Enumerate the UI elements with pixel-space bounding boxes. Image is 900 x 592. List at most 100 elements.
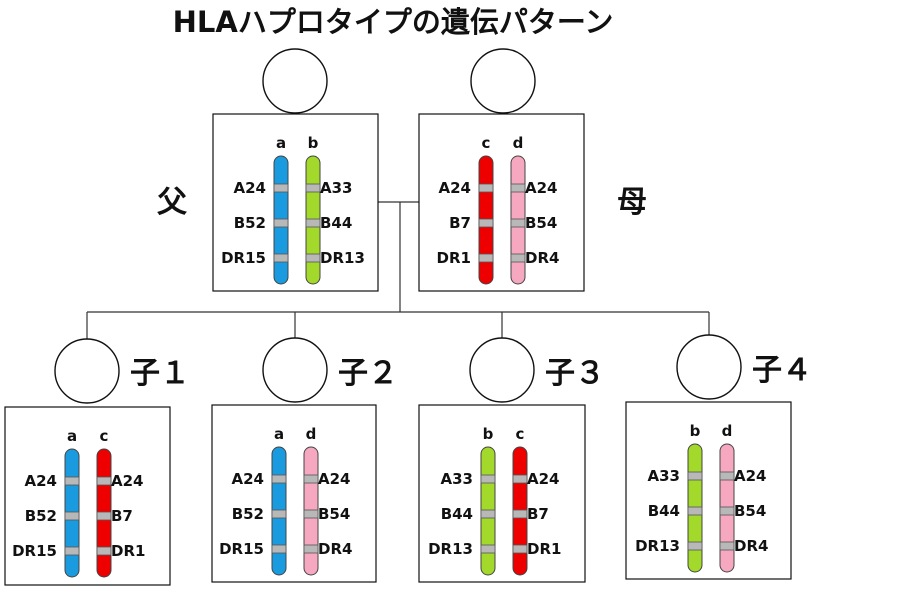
haplotype-label: c	[100, 427, 109, 445]
locus-band	[273, 218, 289, 228]
locus-band	[96, 511, 112, 521]
locus-label: B52	[232, 505, 264, 523]
locus-label: B7	[111, 507, 133, 525]
haplotype-label: b	[483, 425, 494, 443]
locus-label: DR15	[219, 540, 264, 558]
locus-band	[303, 474, 319, 484]
locus-label: DR13	[428, 540, 473, 558]
parent-label: 父	[157, 185, 187, 220]
locus-label: B7	[449, 214, 471, 232]
locus-label: B54	[318, 505, 350, 523]
locus-label: DR1	[111, 542, 145, 560]
locus-band	[480, 474, 496, 484]
locus-band	[96, 476, 112, 486]
locus-band	[271, 509, 287, 519]
genotype-box	[418, 113, 585, 292]
locus-band	[512, 509, 528, 519]
locus-band	[510, 183, 526, 193]
locus-band	[64, 476, 80, 486]
haplotype-label: b	[690, 422, 701, 440]
locus-label: B54	[525, 214, 557, 232]
locus-band	[512, 474, 528, 484]
locus-band	[303, 509, 319, 519]
locus-band	[273, 183, 289, 193]
person-circle	[470, 48, 536, 114]
locus-band	[271, 474, 287, 484]
locus-band	[478, 183, 494, 193]
child-label: 子４	[752, 353, 812, 388]
locus-label: DR15	[221, 249, 266, 267]
haplotype-label: a	[67, 427, 77, 445]
locus-band	[687, 541, 703, 551]
child-label: 子１	[130, 356, 190, 391]
parent-label: 母	[617, 185, 647, 220]
locus-band	[303, 544, 319, 554]
locus-band	[687, 506, 703, 516]
locus-band	[64, 546, 80, 556]
locus-label: DR15	[12, 542, 57, 560]
locus-label: A24	[318, 470, 350, 488]
locus-label: B7	[527, 505, 549, 523]
locus-label: B54	[734, 502, 766, 520]
locus-band	[687, 471, 703, 481]
haplotype-label: c	[516, 425, 525, 443]
person-circle	[262, 337, 328, 403]
locus-band	[271, 544, 287, 554]
locus-label: DR1	[527, 540, 561, 558]
locus-label: DR4	[318, 540, 352, 558]
locus-band	[305, 218, 321, 228]
locus-label: B44	[648, 502, 680, 520]
genotype-box	[4, 406, 171, 586]
child-label: 子２	[338, 356, 398, 391]
pedigree-lines	[86, 201, 710, 339]
person-circle	[262, 48, 328, 114]
genotype-box	[418, 404, 586, 583]
locus-label: DR13	[635, 537, 680, 555]
locus-label: A33	[441, 470, 473, 488]
haplotype-label: d	[306, 425, 317, 443]
locus-label: A24	[25, 472, 57, 490]
locus-band	[480, 509, 496, 519]
locus-band	[96, 546, 112, 556]
haplotype-label: a	[274, 425, 284, 443]
locus-band	[478, 253, 494, 263]
locus-band	[480, 544, 496, 554]
page-title: HLAハプロタイプの遺伝パターン	[173, 5, 614, 39]
locus-band	[305, 253, 321, 263]
locus-band	[64, 511, 80, 521]
locus-label: A24	[525, 179, 557, 197]
person-circle	[54, 338, 120, 404]
locus-band	[719, 471, 735, 481]
locus-label: A24	[232, 470, 264, 488]
locus-band	[719, 506, 735, 516]
genotype-box	[625, 401, 792, 580]
locus-label: B44	[441, 505, 473, 523]
locus-label: DR13	[320, 249, 365, 267]
person-circle	[469, 337, 535, 403]
locus-label: A24	[734, 467, 766, 485]
locus-band	[510, 218, 526, 228]
locus-band	[305, 183, 321, 193]
locus-label: A24	[527, 470, 559, 488]
genotype-box	[212, 113, 379, 292]
haplotype-label: c	[482, 134, 491, 152]
locus-label: A24	[234, 179, 266, 197]
locus-band	[478, 218, 494, 228]
locus-label: DR4	[734, 537, 768, 555]
genotype-box	[211, 404, 377, 583]
person-circle	[676, 334, 742, 400]
